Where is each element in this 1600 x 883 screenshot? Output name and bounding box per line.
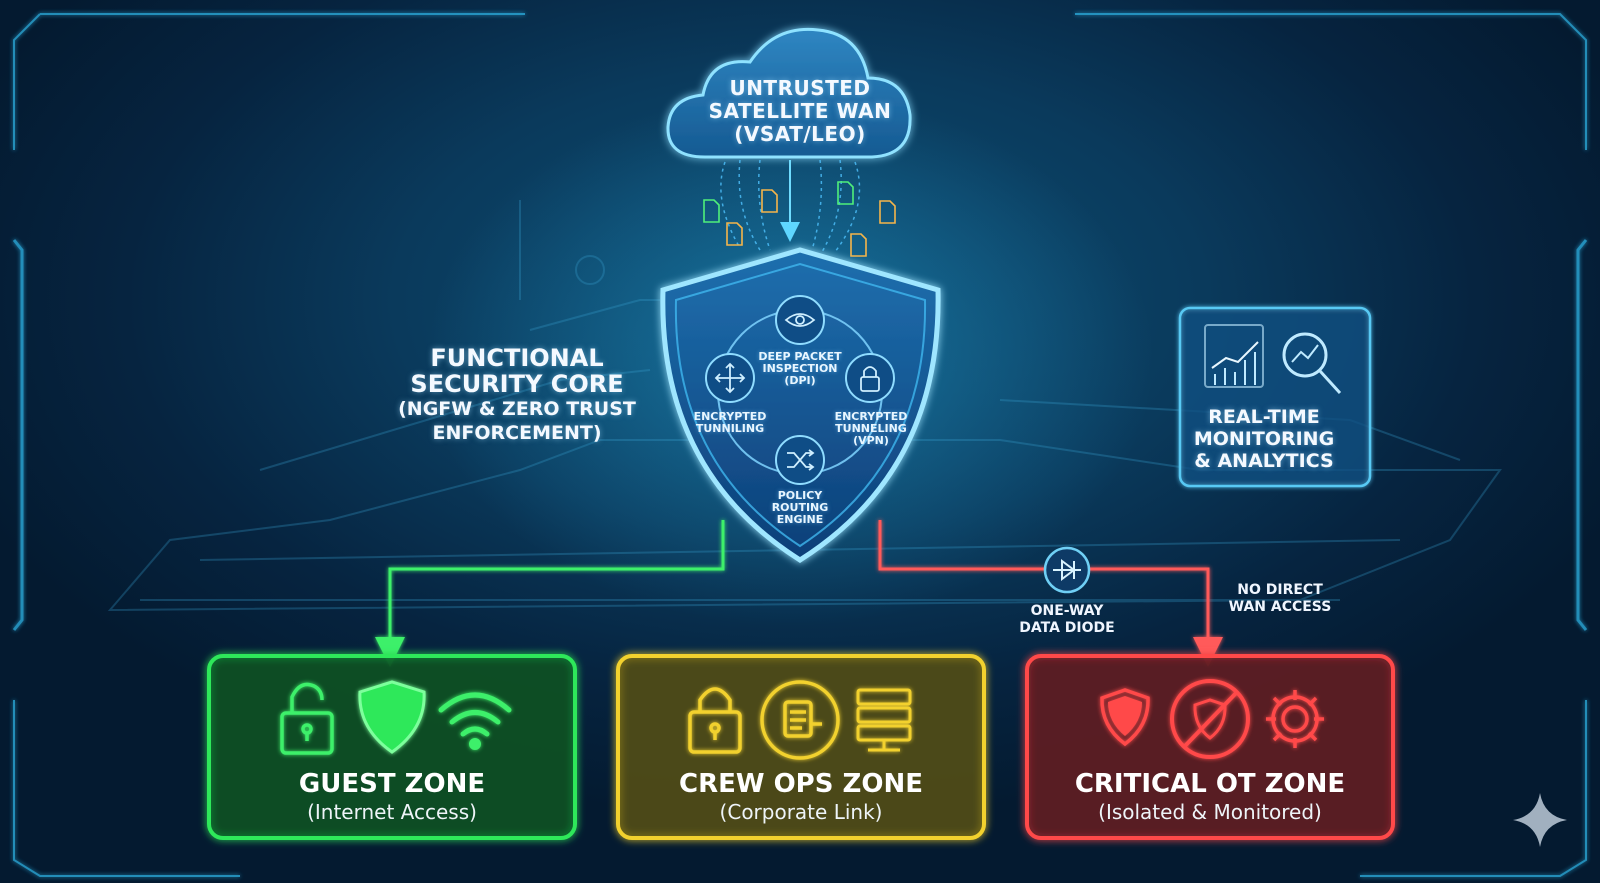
dpi-line-1: DEEP PACKET: [758, 350, 842, 363]
data-streams: [720, 159, 861, 253]
policy-line-3: ENGINE: [776, 513, 824, 526]
monitoring-box: [1178, 306, 1372, 488]
guest-connector: [375, 520, 725, 667]
mon-line-2: MONITORING: [1193, 428, 1335, 450]
lock-icon: [860, 366, 880, 392]
crew-zone-title: CREW OPS ZONE: [678, 769, 923, 799]
crew-zone-box: [616, 654, 986, 840]
eye-icon: [784, 313, 816, 327]
right-line-1: ENCRYPTED: [834, 410, 908, 423]
security-core-label: FUNCTIONAL SECURITY CORE (NGFW & ZERO TR…: [382, 345, 652, 445]
server-rack-icon: [856, 688, 912, 752]
blocked-icon: [1170, 679, 1250, 759]
dpi-line-3: (DPI): [784, 374, 816, 387]
bar-chart-icon: [1204, 324, 1264, 388]
no-wan-line-1: NO DIRECT: [1237, 582, 1323, 598]
core-sub-line-1: (NGFW & ZERO TRUST: [398, 398, 636, 420]
encrypted-tunneling-left-label: ENCRYPTED TUNNILING: [686, 411, 774, 435]
crew-zone-subtitle: (Corporate Link): [719, 800, 883, 824]
monitoring-label: REAL-TIME MONITORING & ANALYTICS: [1180, 406, 1348, 472]
mon-line-3: & ANALYTICS: [1194, 450, 1334, 472]
sparkle-watermark: [1513, 793, 1567, 847]
right-line-3: (VPN): [853, 434, 889, 447]
right-line-2: TUNNELING: [835, 422, 907, 435]
dpi-line-2: INSPECTION: [762, 362, 838, 375]
core-title-line-1: FUNCTIONAL: [430, 344, 604, 372]
critical-zone-subtitle: (Isolated & Monitored): [1098, 800, 1322, 824]
wifi-icon: [438, 692, 512, 750]
critical-zone-title: CRITICAL OT ZONE: [1074, 769, 1346, 799]
policy-routing-label: POLICY ROUTING ENGINE: [760, 490, 840, 526]
policy-line-1: POLICY: [777, 489, 823, 502]
data-diode-icon: [1043, 546, 1091, 594]
magnifier-trend-icon: [1282, 332, 1342, 395]
cloud-shape: [666, 27, 912, 159]
encrypted-tunneling-vpn-label: ENCRYPTED TUNNELING (VPN): [826, 411, 916, 447]
hud-frame: [12, 13, 1588, 877]
diode-line-1: ONE-WAY: [1030, 603, 1104, 619]
document-icon: [760, 680, 840, 760]
shuffle-icon: [787, 449, 815, 471]
guest-zone-subtitle: (Internet Access): [307, 800, 477, 824]
diode-line-2: DATA DIODE: [1019, 620, 1115, 636]
guest-zone-title: GUEST ZONE: [298, 769, 486, 799]
mon-line-1: REAL-TIME: [1208, 406, 1320, 428]
core-sub-line-2: ENFORCEMENT): [432, 422, 602, 444]
left-line-2: TUNNILING: [695, 422, 765, 435]
file-icons: [703, 181, 896, 257]
cloud-line-3: (VSAT/LEO): [734, 122, 866, 146]
cloud-line-2: SATELLITE WAN: [708, 99, 892, 123]
shield-icon: [1100, 688, 1150, 747]
no-wan-line-2: WAN ACCESS: [1228, 599, 1332, 615]
data-diode-label: ONE-WAY DATA DIODE: [1006, 603, 1128, 637]
unlocked-padlock-icon: [280, 682, 334, 755]
cloud-line-1: UNTRUSTED: [729, 76, 871, 100]
policy-line-2: ROUTING: [771, 501, 829, 514]
dpi-label: DEEP PACKET INSPECTION (DPI): [742, 351, 858, 387]
gear-icon: [1266, 690, 1324, 748]
core-title-line-2: SECURITY CORE: [410, 370, 624, 398]
cloud-label: UNTRUSTED SATELLITE WAN (VSAT/LEO): [690, 77, 910, 146]
left-line-1: ENCRYPTED: [693, 410, 767, 423]
security-shield: [660, 247, 941, 563]
shield-icon: [358, 680, 426, 754]
no-wan-label: NO DIRECT WAN ACCESS: [1215, 582, 1345, 616]
move-arrows-icon: [714, 362, 746, 394]
padlock-icon: [688, 687, 742, 754]
